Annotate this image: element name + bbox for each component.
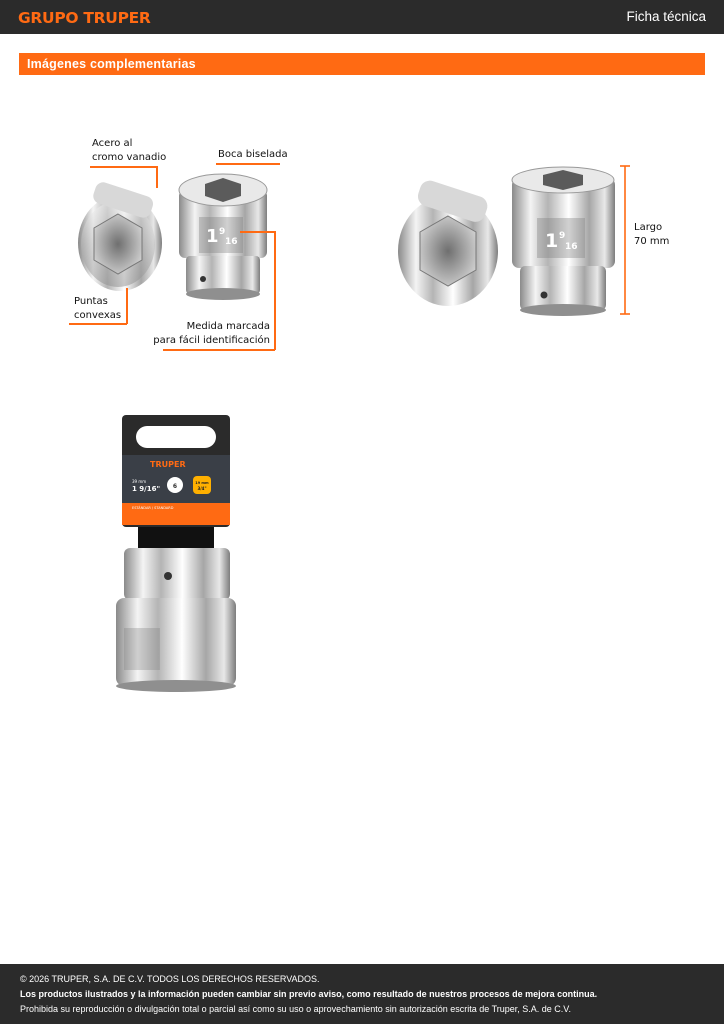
footer: © 2026 TRUPER, S.A. DE C.V. TODOS LOS DE… (0, 964, 724, 1024)
package-size: 1 9/16" (132, 485, 160, 493)
callout-marked-rule (163, 349, 275, 351)
document-type: Ficha técnica (626, 9, 706, 24)
figure2-size-den: 16 (565, 242, 578, 252)
figure1-socket-back (78, 182, 162, 291)
figure1-size-den: 16 (225, 237, 238, 247)
callout-marked-line1: Medida marcada (186, 321, 270, 332)
callout-marked-leader (274, 231, 276, 350)
section-header: Imágenes complementarias (19, 53, 705, 75)
dimension-label-line1: Largo (634, 222, 663, 233)
callout-bevel-rule (216, 163, 280, 165)
footer-notice: Los productos ilustrados y la informació… (20, 989, 598, 999)
callout-points-line1: Puntas (74, 296, 108, 307)
package-points: 6 (173, 483, 177, 490)
callout-material-line2: cromo vanadio (92, 152, 167, 163)
figure2-socket-front: 1 9 16 (511, 166, 615, 316)
callout-points: Puntas convexas (74, 295, 121, 323)
dimension-label-line2: 70 mm (634, 236, 670, 247)
callout-material-rule (90, 166, 156, 168)
footer-copyright: © 2026 TRUPER, S.A. DE C.V. TODOS LOS DE… (20, 974, 320, 984)
length-dimension-marker (620, 165, 630, 315)
callout-points-line2: convexas (74, 310, 122, 321)
figure2-size-num: 9 (559, 231, 565, 241)
callout-points-leader (126, 288, 128, 324)
packaged-socket: TRUPER 39 mm 1 9/16" 6 19 mm 3/4" ESTÁND… (116, 415, 236, 692)
brand-logo: GRUPO TRUPER (18, 9, 151, 27)
package-band: ESTÁNDAR / STANDARD (132, 505, 174, 510)
figure1-size-num: 9 (219, 227, 225, 237)
package-size-mm: 39 mm (132, 479, 146, 484)
figure2-socket-back (398, 180, 498, 306)
callout-marked-line2: para fácil identificación (153, 335, 270, 346)
figure1-socket-front: 1 9 16 (178, 173, 268, 300)
section-title: Imágenes complementarias (27, 57, 196, 71)
callout-material-line1: Acero al (92, 138, 133, 149)
callout-material: Acero al cromo vanadio (92, 137, 166, 165)
callout-material-leader (156, 166, 158, 188)
callout-marked-pointer (240, 231, 275, 233)
figure1-size-whole: 1 (206, 226, 219, 247)
callout-bevel: Boca biselada (218, 149, 288, 160)
package-drive: 3/4" (197, 486, 206, 491)
callout-marked: Medida marcada para fácil identificación (150, 320, 270, 348)
top-bar: GRUPO TRUPER Ficha técnica (0, 0, 724, 34)
package-brand: TRUPER (150, 460, 186, 469)
dimension-label: Largo 70 mm (634, 221, 669, 249)
callout-points-rule (69, 323, 127, 325)
figure2-size-whole: 1 (545, 230, 558, 252)
footer-prohibition: Prohibida su reproducción o divulgación … (20, 1004, 571, 1014)
package-drive-mm: 19 mm (195, 481, 209, 485)
